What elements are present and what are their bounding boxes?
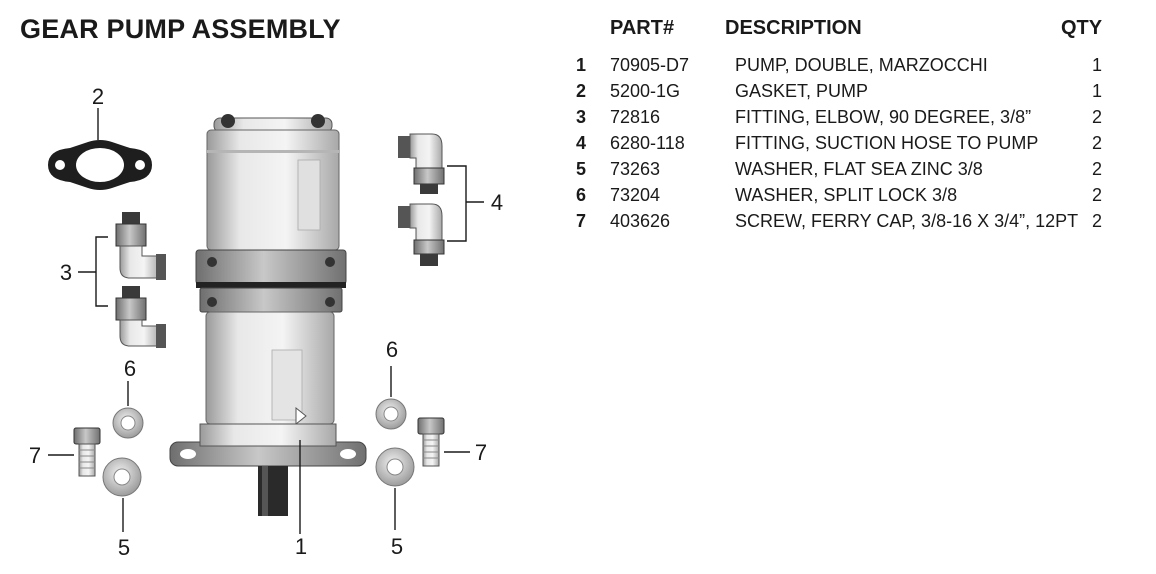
callout-3: 3 (60, 260, 72, 285)
part-qty: 1 (1092, 55, 1103, 75)
cap-screw-right (417, 417, 445, 467)
part-number: 70905-D7 (610, 55, 690, 75)
parts-row: 5 73263 WASHER, FLAT SEA ZINC 3/8 2 (0, 159, 1156, 185)
part-qty: 2 (1092, 185, 1103, 205)
parts-row: 7 403626 SCREW, FERRY CAP, 3/8-16 X 3/4”… (0, 211, 1156, 237)
part-number: 73204 (610, 185, 661, 205)
part-description: WASHER, FLAT SEA ZINC 3/8 (735, 159, 983, 179)
part-description: PUMP, DOUBLE, MARZOCCHI (735, 55, 988, 75)
suction-fitting-upper (398, 133, 445, 194)
callout-7-left: 7 (29, 443, 41, 468)
part-number: 403626 (610, 211, 671, 231)
callout-2: 2 (92, 84, 104, 109)
flat-washer-left (102, 457, 142, 497)
leader-lines (48, 108, 484, 534)
item-number: 2 (576, 81, 587, 101)
flat-washer-right (375, 447, 415, 487)
part-qty: 2 (1092, 133, 1103, 153)
part-qty: 2 (1092, 107, 1103, 127)
callout-6-left: 6 (124, 356, 136, 381)
callout-7-right: 7 (475, 440, 487, 465)
part-description: GASKET, PUMP (735, 81, 869, 101)
suction-fitting-lower (398, 203, 445, 266)
item-number: 6 (576, 185, 587, 205)
header-qty: QTY (1061, 17, 1103, 39)
part-number: 5200-1G (610, 81, 681, 101)
item-number: 4 (576, 133, 587, 153)
item-number: 1 (576, 55, 587, 75)
callout-6-right: 6 (386, 337, 398, 362)
parts-row: 1 70905-D7 PUMP, DOUBLE, MARZOCCHI 1 (0, 55, 1156, 81)
lock-washer-left (112, 407, 144, 439)
part-description: FITTING, SUCTION HOSE TO PUMP (735, 133, 1039, 153)
callout-1: 1 (295, 534, 307, 559)
item-number: 5 (576, 159, 587, 179)
callout-5-left: 5 (118, 535, 130, 560)
parts-row: 3 72816 FITTING, ELBOW, 90 DEGREE, 3/8” … (0, 107, 1156, 133)
parts-row: 2 5200-1G GASKET, PUMP 1 (0, 81, 1156, 107)
parts-row: 6 73204 WASHER, SPLIT LOCK 3/8 2 (0, 185, 1156, 211)
elbow-fitting-lower (115, 286, 166, 348)
gasket (48, 140, 152, 190)
part-description: SCREW, FERRY CAP, 3/8-16 X 3/4”, 12PT (735, 211, 1079, 231)
callout-5-right: 5 (391, 534, 403, 559)
callout-4: 4 (491, 190, 503, 215)
part-number: 73263 (610, 159, 661, 179)
double-pump (169, 114, 367, 516)
part-qty: 1 (1092, 81, 1103, 101)
cap-screw-left (73, 427, 101, 477)
parts-row: 4 6280-118 FITTING, SUCTION HOSE TO PUMP… (0, 133, 1156, 159)
elbow-fitting-upper (115, 212, 166, 280)
item-number: 7 (576, 211, 587, 231)
part-description: WASHER, SPLIT LOCK 3/8 (735, 185, 958, 205)
part-qty: 2 (1092, 159, 1103, 179)
part-description: FITTING, ELBOW, 90 DEGREE, 3/8” (735, 107, 1032, 127)
lock-washer-right (375, 398, 407, 430)
item-number: 3 (576, 107, 587, 127)
part-number: 72816 (610, 107, 661, 127)
part-number: 6280-118 (610, 133, 685, 153)
part-qty: 2 (1092, 211, 1103, 231)
header-part: PART# (610, 17, 675, 39)
diagram-title: GEAR PUMP ASSEMBLY (20, 14, 341, 44)
header-description: DESCRIPTION (725, 17, 862, 39)
